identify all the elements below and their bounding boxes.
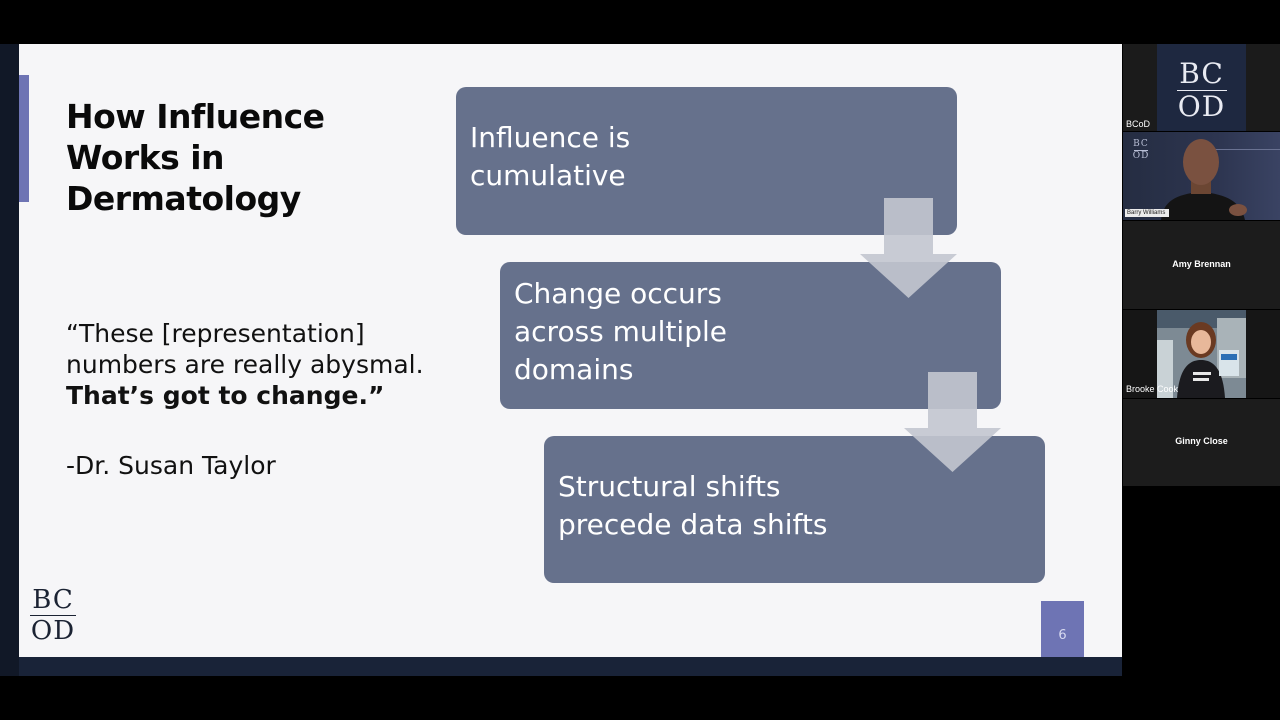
participant-tile-video[interactable]: BC OD Barry Williams — [1123, 132, 1280, 220]
slide-title: How Influence Works in Dermatology — [66, 97, 325, 218]
background-logo: BC OD — [1131, 140, 1151, 161]
slide-quote: “These [representation] numbers are real… — [66, 318, 426, 411]
logo-text-bottom: OD — [30, 616, 76, 646]
logo-text-top: BC — [1133, 139, 1149, 149]
logo-divider — [1134, 150, 1148, 151]
bcod-logo: BC OD — [1157, 60, 1246, 121]
participant-photo-icon — [1157, 310, 1246, 398]
participant-name: Ginny Close — [1175, 436, 1228, 446]
presentation-slide: How Influence Works in Dermatology “Thes… — [19, 44, 1122, 657]
shared-screen: How Influence Works in Dermatology “Thes… — [0, 44, 1122, 676]
process-step-text: Influence is — [470, 121, 631, 154]
participants-panel: BC OD BCoD BC OD Barry Williams A — [1122, 44, 1280, 486]
process-step-2: Change occurs across multiple domains — [500, 262, 1001, 409]
slide-footer-bar — [19, 657, 1122, 676]
participant-tile-ginny-close[interactable]: Ginny Close — [1123, 399, 1280, 486]
video-background-line — [1203, 149, 1280, 150]
participant-video-icon — [1161, 139, 1247, 220]
participant-name: BCoD — [1126, 119, 1151, 129]
participant-name: Amy Brennan — [1172, 259, 1231, 269]
process-step-text: precede data shifts — [558, 508, 828, 541]
participant-tile-brooke-cook[interactable]: Brooke Cook — [1123, 310, 1280, 398]
participant-tile-amy-brennan[interactable]: Amy Brennan — [1123, 221, 1280, 309]
process-step-1: Influence is cumulative — [456, 87, 957, 235]
logo-text-bottom: OD — [1132, 151, 1150, 161]
process-step-text: Change occurs — [514, 277, 722, 310]
participant-tile-bcod[interactable]: BC OD BCoD — [1123, 44, 1280, 131]
logo-divider — [30, 615, 76, 616]
quote-text: “These [representation] numbers are real… — [66, 319, 424, 379]
bcod-logo: BC OD — [29, 587, 77, 644]
participant-name-tag: Barry Williams — [1125, 209, 1169, 217]
down-arrow-icon — [904, 372, 1001, 472]
participant-name: Brooke Cook — [1126, 384, 1179, 394]
process-step-text: across multiple — [514, 315, 727, 348]
participant-logo-background — [1157, 44, 1246, 131]
quote-attribution: -Dr. Susan Taylor — [66, 451, 276, 480]
logo-text-top: BC — [1179, 57, 1224, 90]
quote-emphasis: That’s got to change.” — [66, 381, 385, 410]
process-step-text: cumulative — [470, 159, 626, 192]
logo-text-bottom: OD — [1177, 90, 1226, 123]
logo-text-top: BC — [32, 585, 74, 615]
slide-page-number: 6 — [1041, 601, 1084, 657]
logo-divider — [1176, 90, 1227, 91]
process-step-text: domains — [514, 353, 634, 386]
slide-accent-tab — [19, 75, 29, 202]
process-step-text: Structural shifts — [558, 470, 781, 503]
down-arrow-icon — [860, 198, 957, 298]
